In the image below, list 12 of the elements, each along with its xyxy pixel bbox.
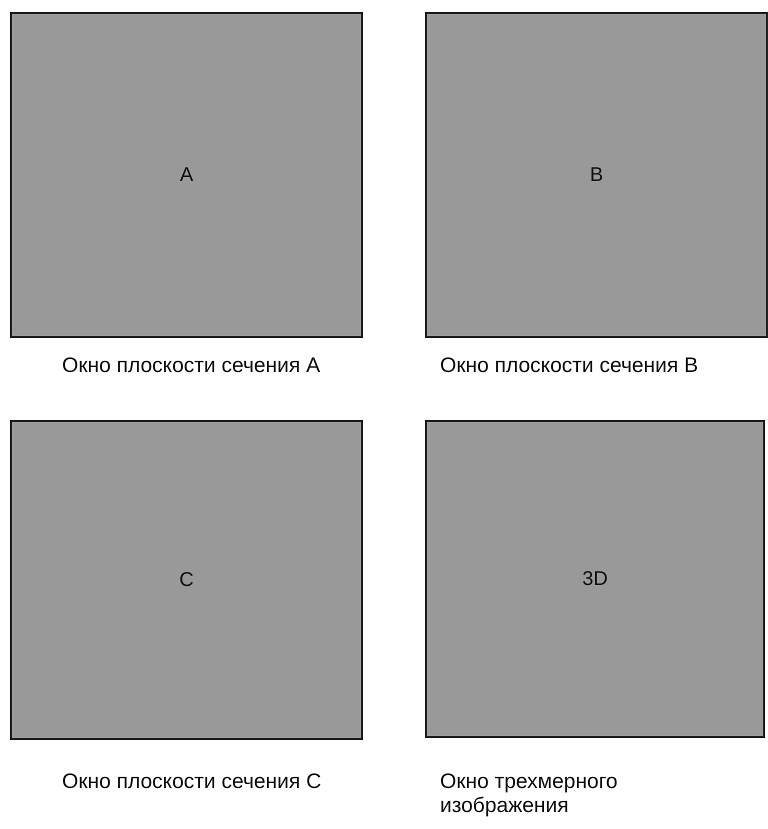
panel-label: C <box>179 568 194 592</box>
panel-caption: Окно трехмерного изображения <box>440 770 619 818</box>
view-panel <box>10 12 363 338</box>
view-panel <box>425 12 768 338</box>
panel-caption: Окно плоскости сечения A <box>62 354 322 378</box>
view-panel <box>10 420 363 740</box>
panel-label: B <box>590 164 604 186</box>
panel-caption: Окно плоскости сечения C <box>62 770 322 794</box>
panel-label: A <box>180 164 194 186</box>
view-panel <box>425 420 765 738</box>
panel-caption: Окно плоскости сечения B <box>440 354 700 378</box>
panel-label: 3D <box>582 568 608 590</box>
